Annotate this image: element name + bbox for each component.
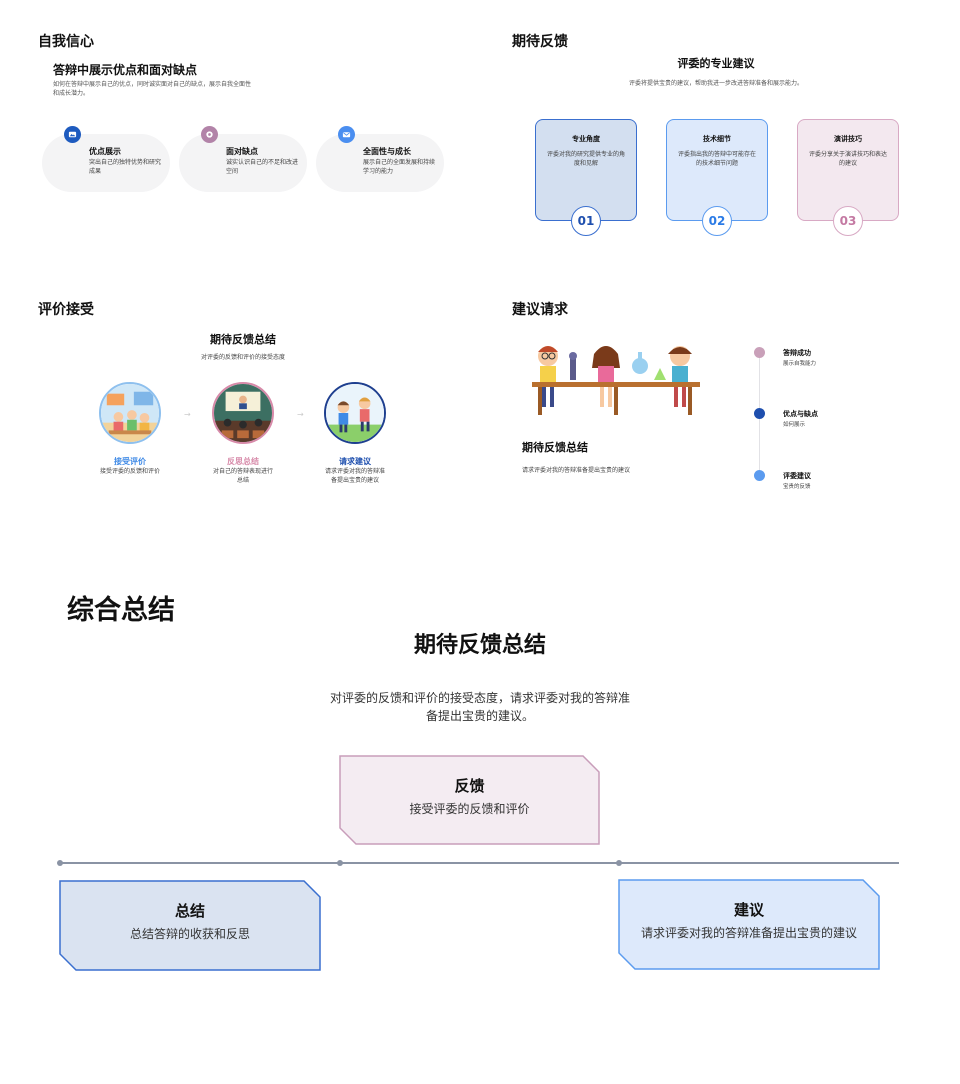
baseline-dot [337, 860, 343, 866]
summary-heading: 期待反馈总结 [413, 633, 546, 658]
target-icon [201, 126, 218, 143]
card-desc: 评委对我的研究提供专业的角度和见解 [546, 151, 625, 167]
lecture-hall-illustration [212, 382, 274, 444]
accept-heading: 期待反馈总结 [210, 333, 276, 346]
timeline-title: 答辩成功 [783, 349, 811, 357]
step-desc-reflect: 对自己的答辩表现进行总结 [213, 468, 274, 484]
accept-description: 对评委的反馈和评价的接受态度 [200, 354, 285, 361]
card-title: 演讲技巧 [834, 135, 862, 143]
arrow-right-icon: → [297, 410, 304, 419]
card-title: 专业角度 [572, 135, 600, 143]
timeline-dot [754, 470, 765, 481]
growth-desc: 展示自己的全面发展和持续学习的能力 [363, 159, 436, 175]
classroom-illustration [99, 382, 161, 444]
kids-playing-illustration [324, 382, 386, 444]
step-desc-request: 请求评委对我的答辩准备提出宝贵的建议 [325, 468, 386, 484]
card-number-badge: 03 [833, 206, 863, 236]
advice-box-desc: 请求评委对我的答辩准备提出宝贵的建议 [640, 926, 857, 940]
advice-box-title: 建议 [733, 901, 764, 919]
card-number-badge: 01 [571, 206, 601, 236]
step-label-request: 请求建议 [339, 457, 371, 466]
step-label-accept: 接受评价 [114, 457, 146, 466]
timeline-title: 评委建议 [783, 472, 811, 480]
feedback-card-speech: 演讲技巧 评委分享关于演讲技巧和表达的建议 03 [797, 119, 899, 236]
strength-card: 优点展示 突出自己的独特优势和研究成果 [42, 126, 170, 192]
mail-icon [338, 126, 355, 143]
card-title: 技术细节 [703, 135, 731, 143]
growth-card: 全面性与成长 展示自己的全面发展和持续学习的能力 [316, 126, 444, 192]
suggestion-description: 请求评委对我的答辩准备提出宝贵的建议 [522, 467, 631, 474]
kids-science-lab-illustration [528, 344, 704, 418]
section-title-expect-feedback: 期待反馈 [512, 34, 568, 50]
expert-advice-heading: 评委的专业建议 [677, 57, 755, 70]
card-number-badge: 02 [702, 206, 732, 236]
strength-desc: 突出自己的独特优势和研究成果 [89, 159, 162, 175]
expert-advice-description: 评委将提供宝贵的建议，帮助我进一步改进答辩准备和展示能力。 [628, 80, 803, 87]
self-confidence-description: 如何在答辩中展示自己的优点，同时诚实面对自己的缺点，展示自我全面性和成长潜力。 [53, 81, 252, 97]
advice-box: 建议 请求评委对我的答辩准备提出宝贵的建议 [618, 879, 880, 970]
weakness-title: 面对缺点 [226, 147, 258, 156]
growth-title: 全面性与成长 [363, 147, 411, 156]
feedback-box-title: 反馈 [454, 777, 485, 795]
timeline-dot [754, 408, 765, 419]
timeline-title: 优点与缺点 [783, 410, 818, 418]
feedback-card-technical: 技术细节 评委指出我的答辩中可能存在的技术细节问题 02 [666, 119, 768, 236]
section-title-summary: 综合总结 [67, 595, 175, 626]
step-label-reflect: 反思总结 [227, 457, 259, 466]
strength-title: 优点展示 [89, 147, 121, 156]
card-desc: 评委指出我的答辩中可能存在的技术细节问题 [677, 151, 756, 167]
section-title-accept-evaluation: 评价接受 [38, 302, 94, 318]
feedback-box-desc: 接受评委的反馈和评价 [409, 802, 530, 816]
summary-description: 对评委的反馈和评价的接受态度，请求评委对我的答辩准备提出宝贵的建议。 [329, 691, 630, 723]
weakness-desc: 诚实认识自己的不足和改进空间 [226, 159, 299, 175]
image-icon [64, 126, 81, 143]
timeline-sub: 宝贵的反馈 [783, 484, 811, 490]
suggestion-heading: 期待反馈总结 [522, 441, 588, 454]
timeline-dot [754, 347, 765, 358]
section-title-suggestion-request: 建议请求 [512, 302, 568, 318]
conclusion-box: 总结 总结答辩的收获和反思 [59, 880, 321, 971]
section-title-self-confidence: 自我信心 [38, 34, 94, 50]
conclusion-box-desc: 总结答辩的收获和反思 [129, 927, 250, 941]
arrow-right-icon: → [184, 410, 191, 419]
feedback-box: 反馈 接受评委的反馈和评价 [339, 755, 600, 845]
summary-baseline [60, 862, 899, 864]
card-desc: 评委分享关于演讲技巧和表达的建议 [808, 151, 887, 167]
baseline-dot [57, 860, 63, 866]
feedback-card-professional: 专业角度 评委对我的研究提供专业的角度和见解 01 [535, 119, 637, 236]
timeline-sub: 如何展示 [783, 422, 806, 428]
step-desc-accept: 接受评委的反馈和评价 [100, 468, 161, 475]
conclusion-box-title: 总结 [174, 902, 205, 920]
baseline-dot [616, 860, 622, 866]
weakness-card: 面对缺点 诚实认识自己的不足和改进空间 [179, 126, 307, 192]
timeline-sub: 展示自我能力 [783, 361, 817, 367]
self-confidence-heading: 答辩中展示优点和面对缺点 [53, 63, 198, 77]
